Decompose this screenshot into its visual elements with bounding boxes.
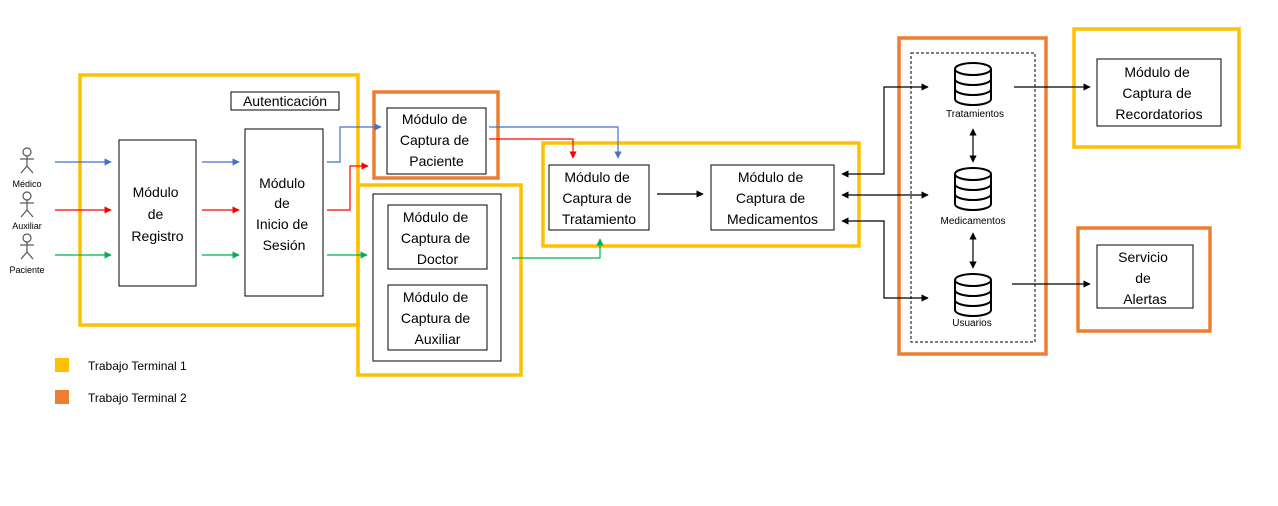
person-icon [19, 147, 35, 174]
database-icon [954, 273, 992, 317]
module-captura-paciente: Módulo de Captura de Paciente [386, 107, 487, 175]
actor-medico-label: Médico [12, 179, 41, 189]
actor-paciente-label: Paciente [9, 265, 44, 275]
module-inicio-sesion: Módulo de Inicio de Sesión [244, 128, 324, 297]
db-medicamentos-label: Medicamentos [940, 216, 1005, 227]
arrow-medicamentos-usuarios-db [841, 217, 929, 302]
module-captura-auxiliar-text: Módulo de Captura de Auxiliar [401, 289, 474, 347]
tt2-frame-alertas [1076, 226, 1212, 333]
module-captura-recordatorios-text: Módulo de Captura de Recordatorios [1115, 64, 1202, 122]
db-medicamentos: Medicamentos [940, 167, 1006, 227]
db-tratamientos-label: Tratamientos [946, 109, 1004, 120]
tt1-frame-doctor-auxiliar [356, 183, 523, 377]
module-captura-paciente-text: Módulo de Captura de Paciente [400, 111, 473, 169]
arrow-paciente-tratamiento-blue [489, 126, 622, 159]
arrow-inicio-doctor [327, 162, 369, 211]
legend-swatch-tt2 [55, 390, 69, 404]
person-icon [19, 233, 35, 260]
db-usuarios-label: Usuarios [952, 318, 991, 329]
legend-item-tt1: Trabajo Terminal 1 [55, 358, 187, 373]
actor-medico: Médico [12, 147, 42, 189]
module-servicio-alertas: Servicio de Alertas [1096, 244, 1194, 309]
actor-paciente: Paciente [9, 233, 45, 275]
tt1-frame-recordatorios [1072, 27, 1241, 149]
db-tratamientos: Tratamientos [946, 62, 1004, 120]
module-registro-text: Módulo de Registro [131, 184, 183, 244]
module-captura-recordatorios: Módulo de Captura de Recordatorios [1096, 58, 1222, 127]
module-captura-tratamiento: Módulo de Captura de Tratamiento [548, 164, 650, 231]
module-captura-doctor: Módulo de Captura de Doctor [387, 204, 488, 270]
arrow-medicamentos-tratamientos-db [841, 83, 929, 178]
legend-swatch-tt1 [55, 358, 69, 372]
actor-auxiliar-label: Auxiliar [12, 221, 42, 231]
database-icon [954, 62, 992, 106]
actor-auxiliar: Auxiliar [12, 191, 42, 231]
module-captura-auxiliar: Módulo de Captura de Auxiliar [387, 284, 488, 351]
auth-label-box [230, 91, 340, 111]
module-captura-medicamentos-text: Módulo de Captura de Medicamentos [727, 169, 818, 227]
database-icon [954, 167, 992, 211]
tt2-frame-paciente [372, 90, 500, 180]
module-captura-tratamiento-text: Módulo de Captura de Tratamiento [562, 169, 636, 227]
auth-label: Autenticación [243, 93, 327, 109]
arrow-paciente-tratamiento-red [489, 138, 577, 159]
module-captura-doctor-text: Módulo de Captura de Doctor [401, 209, 474, 267]
legend-label-tt2: Trabajo Terminal 2 [88, 391, 187, 405]
arrow-container-tratamiento [512, 238, 604, 259]
legend-label-tt1: Trabajo Terminal 1 [88, 359, 187, 373]
arrow-inicio-paciente [327, 123, 382, 163]
module-captura-medicamentos: Módulo de Captura de Medicamentos [710, 164, 835, 231]
module-registro: Módulo de Registro [118, 139, 197, 287]
module-servicio-alertas-text: Servicio de Alertas [1118, 249, 1172, 307]
module-inicio-sesion-text: Módulo de Inicio de Sesión [256, 175, 312, 253]
legend: Trabajo Terminal 1 Trabajo Terminal 2 [55, 358, 187, 405]
legend-item-tt2: Trabajo Terminal 2 [55, 390, 187, 405]
person-icon [19, 191, 35, 218]
db-usuarios: Usuarios [952, 273, 992, 329]
